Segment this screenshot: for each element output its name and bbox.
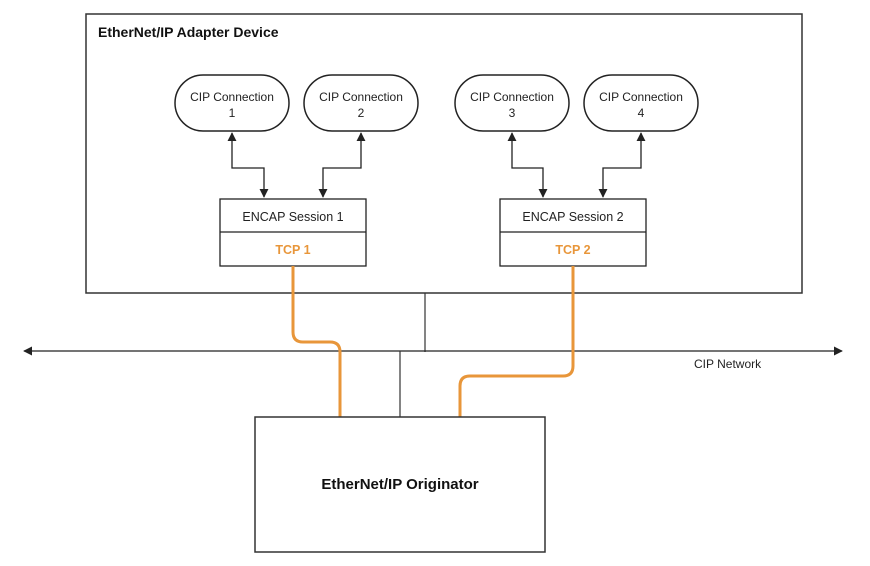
cip-connection-3-number: 3 (509, 106, 516, 120)
cip-connection-1-label: CIP Connection (190, 90, 274, 104)
originator-box (254, 416, 546, 553)
cip-connection-3-label: CIP Connection (470, 90, 554, 104)
arrow-conn3-session2 (507, 132, 548, 198)
adapter-device-title: EtherNet/IP Adapter Device (98, 24, 279, 40)
tcp-2-label: TCP 2 (555, 243, 590, 257)
cip-connection-2-label: CIP Connection (319, 90, 403, 104)
cip-connection-2: CIP Connection 2 (303, 74, 419, 132)
encap-session-2-label: ENCAP Session 2 (522, 210, 623, 224)
tcp-2-link (458, 266, 575, 417)
cip-connection-3: CIP Connection 3 (454, 74, 570, 132)
encap-session-1-box: ENCAP Session 1 TCP 1 (219, 198, 367, 267)
encap-session-2-box: ENCAP Session 2 TCP 2 (499, 198, 647, 267)
arrow-conn1-session1 (227, 132, 269, 198)
arrow-conn2-session1 (318, 132, 366, 198)
adapter-device-box (85, 13, 803, 294)
cip-connection-4-label: CIP Connection (599, 90, 683, 104)
cip-connection-4: CIP Connection 4 (583, 74, 699, 132)
cip-network-label: CIP Network (694, 357, 762, 371)
tcp-1-link (291, 266, 342, 417)
cip-connection-2-number: 2 (358, 106, 365, 120)
cip-connection-4-number: 4 (638, 106, 645, 120)
arrow-conn4-session2 (598, 132, 646, 198)
originator-title: EtherNet/IP Originator (321, 476, 478, 493)
cip-connection-1: CIP Connection 1 (174, 74, 290, 132)
tcp-1-label: TCP 1 (275, 243, 310, 257)
cip-connection-1-number: 1 (229, 106, 236, 120)
encap-session-1-label: ENCAP Session 1 (242, 210, 343, 224)
